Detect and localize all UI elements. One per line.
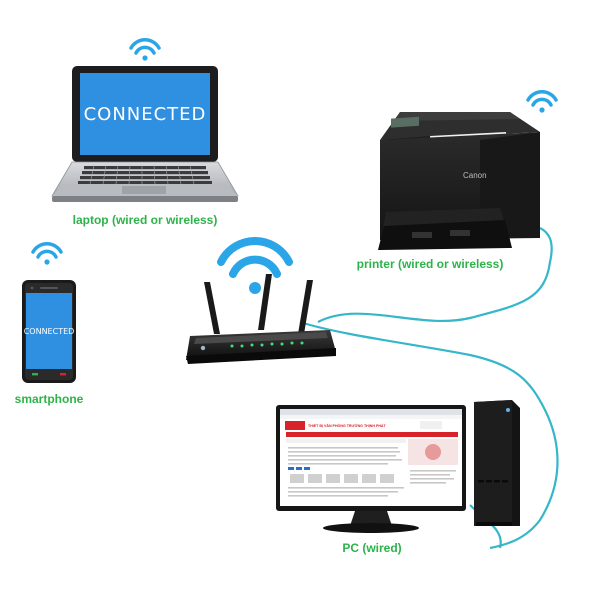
- touchpad: [122, 186, 166, 194]
- smartphone-label: smartphone: [15, 392, 84, 406]
- printer: Canon printer (wired or wireless): [357, 90, 558, 271]
- laptop: CONNECTED laptop (wired or wireless): [51, 38, 239, 227]
- phone-screen-text: CONNECTED: [24, 327, 75, 336]
- laptop-screen: [80, 73, 210, 155]
- printer-display: [391, 116, 419, 128]
- smartphone: CONNECTED smartphone: [15, 242, 84, 406]
- printer-brand: Canon: [463, 171, 487, 180]
- laptop-label: laptop (wired or wireless): [73, 213, 218, 227]
- wifi-icon: [217, 237, 293, 294]
- wifi-icon: [31, 242, 63, 265]
- printer-label: printer (wired or wireless): [357, 257, 504, 271]
- laptop-screen-text: CONNECTED: [84, 104, 207, 125]
- pc-tower: [474, 400, 520, 526]
- power-button: [506, 408, 510, 412]
- cable-router-printer: [317, 227, 553, 323]
- router-antenna: [204, 282, 220, 334]
- monitor: THIẾT BỊ VĂN PHÒNG TRƯỜNG THỊNH PHÁT: [276, 405, 466, 533]
- wifi-icon: [526, 90, 558, 113]
- pc-label: PC (wired): [342, 541, 401, 555]
- site-nav: [286, 432, 458, 437]
- router-antenna: [298, 280, 313, 334]
- cable-router-pc: [299, 320, 559, 550]
- site-title: THIẾT BỊ VĂN PHÒNG TRƯỜNG THỊNH PHÁT: [308, 423, 387, 428]
- wifi-icon: [129, 38, 161, 61]
- router: [186, 237, 336, 364]
- monitor-stand: [350, 511, 392, 526]
- router-antenna: [258, 274, 272, 330]
- phone-screen: [26, 293, 72, 369]
